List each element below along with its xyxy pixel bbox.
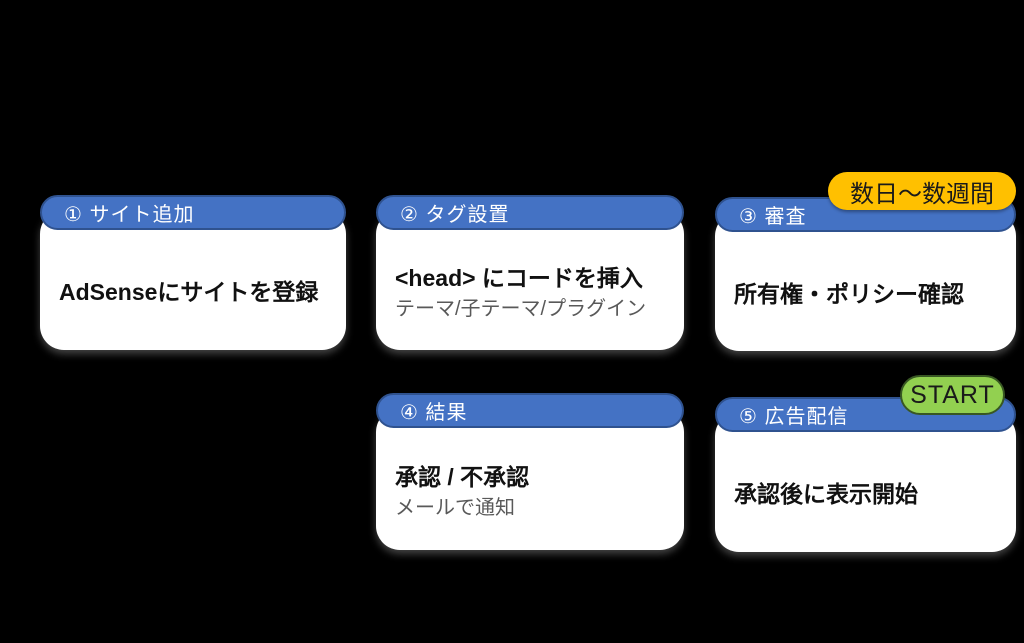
step-header-label: ③ 審査 <box>739 206 807 228</box>
step-card-review: 所有権・ポリシー確認 ③ 審査 数日〜数週間 <box>715 172 1016 351</box>
step-header-label: ① サイト追加 <box>64 204 195 226</box>
step-card-body: AdSenseにサイトを登録 <box>40 210 346 350</box>
step-main-text: 承認後に表示開始 <box>734 481 918 508</box>
step-main-text: <head> にコードを挿入 <box>395 264 643 291</box>
step-header-pill: ② タグ設置 <box>376 195 684 230</box>
step-header-label: ⑤ 広告配信 <box>739 406 849 428</box>
step-sub-text: テーマ/子テーマ/プラグイン <box>395 298 647 321</box>
duration-badge: 数日〜数週間 <box>828 172 1016 210</box>
step-main-text: 所有権・ポリシー確認 <box>734 280 964 307</box>
step-card-result: 承認 / 不承認 メールで通知 ④ 結果 <box>376 393 684 550</box>
start-badge: START <box>900 375 1005 415</box>
step-header-label: ② タグ設置 <box>400 204 510 226</box>
step-main-text: 承認 / 不承認 <box>395 463 530 490</box>
step-header-pill: ① サイト追加 <box>40 195 346 230</box>
step-card-tag-setup: <head> にコードを挿入 テーマ/子テーマ/プラグイン ② タグ設置 <box>376 195 684 350</box>
step-card-body: 所有権・ポリシー確認 <box>715 212 1016 351</box>
step-sub-text: メールで通知 <box>395 497 515 520</box>
step-header-pill: ④ 結果 <box>376 393 684 428</box>
step-card-site-add: AdSenseにサイトを登録 ① サイト追加 <box>40 195 346 350</box>
step-card-body: <head> にコードを挿入 テーマ/子テーマ/プラグイン <box>376 210 684 350</box>
step-card-body: 承認 / 不承認 メールで通知 <box>376 408 684 550</box>
step-main-text: AdSenseにサイトを登録 <box>59 279 319 306</box>
step-header-label: ④ 結果 <box>400 402 468 424</box>
step-card-body: 承認後に表示開始 <box>715 412 1016 552</box>
step-card-ad-serving: 承認後に表示開始 ⑤ 広告配信 START <box>715 375 1016 552</box>
